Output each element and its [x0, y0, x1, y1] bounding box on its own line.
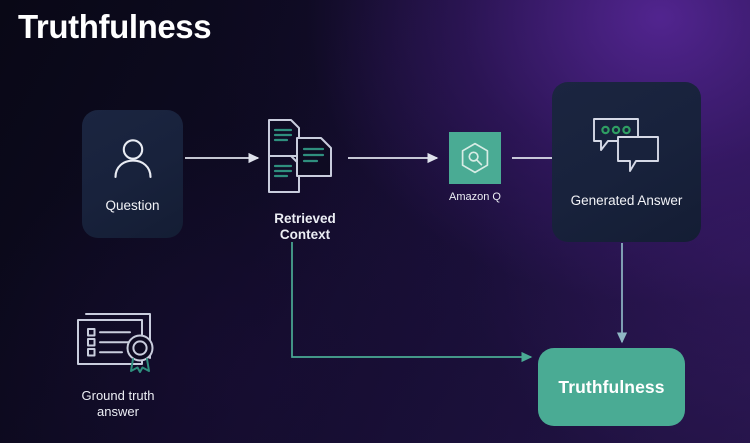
- page-title: Truthfulness: [18, 8, 212, 45]
- node-retrieved-context-label: Retrieved Context: [274, 211, 336, 243]
- certificate-award-icon: [72, 310, 164, 379]
- node-question-label: Question: [105, 197, 160, 213]
- node-amazon-q[interactable]: Amazon Q: [423, 132, 527, 204]
- user-icon: [109, 135, 157, 188]
- node-ground-truth-answer-label: Ground truth answer: [81, 388, 155, 419]
- node-question[interactable]: Question: [82, 110, 183, 238]
- node-retrieved-context[interactable]: Retrieved Context: [252, 116, 358, 243]
- node-generated-answer[interactable]: Generated Answer: [552, 82, 701, 242]
- node-generated-answer-label: Generated Answer: [570, 192, 683, 208]
- node-truthfulness-result[interactable]: Truthfulness: [538, 348, 685, 426]
- node-ground-truth-answer[interactable]: Ground truth answer: [42, 310, 194, 419]
- amazon-q-logo-icon: [449, 132, 501, 184]
- chat-bubbles-icon: [588, 116, 666, 181]
- connector-context-to-truthfulness: [291, 242, 533, 363]
- documents-icon: [261, 116, 349, 203]
- node-truthfulness-result-label: Truthfulness: [558, 376, 665, 397]
- node-amazon-q-label: Amazon Q: [449, 191, 501, 203]
